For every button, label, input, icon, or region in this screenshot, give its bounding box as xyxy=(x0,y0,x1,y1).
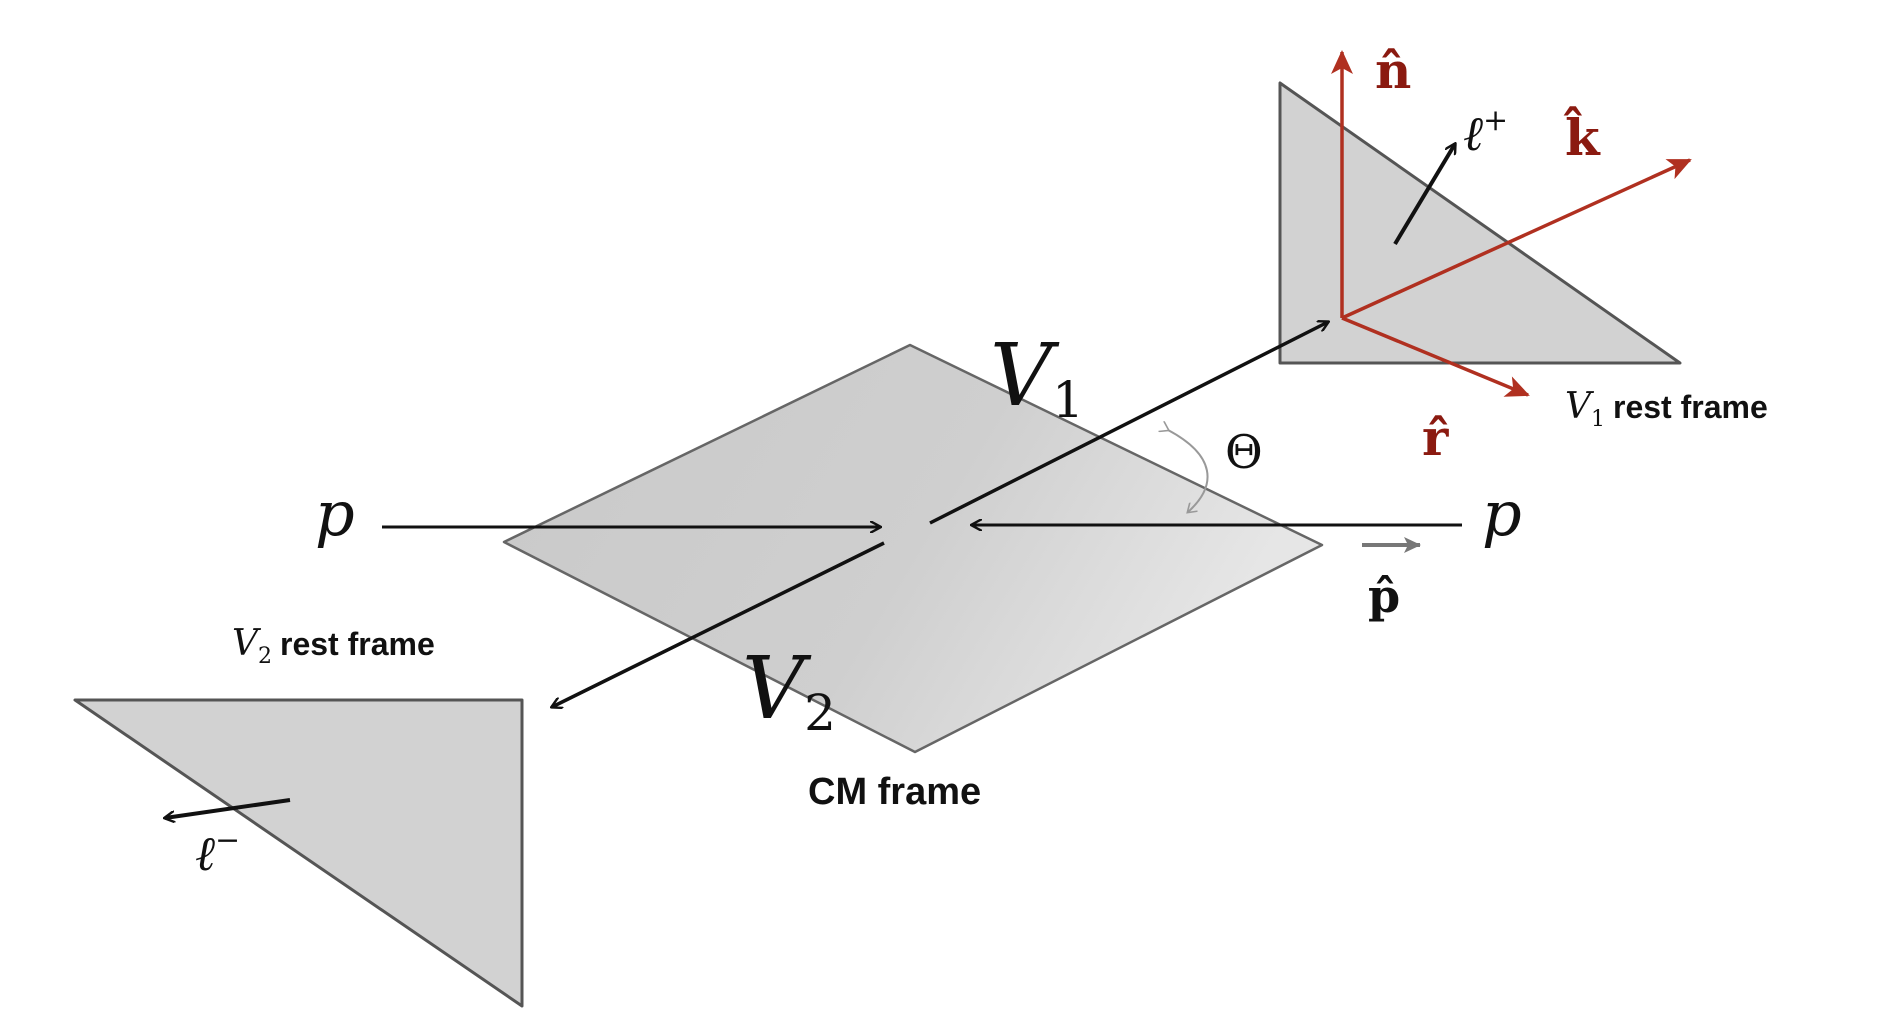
k-hat-label: k̂ xyxy=(1563,105,1601,167)
p-hat-label: p̂ xyxy=(1368,569,1400,623)
v1-momentum-arrow xyxy=(929,322,1328,525)
p-right-label: p xyxy=(1482,477,1522,550)
theta-angle-arrow xyxy=(1168,430,1209,512)
v2-rest-frame-plane xyxy=(73,698,524,1008)
k-hat-axis xyxy=(1341,158,1692,320)
p-left-label: p xyxy=(315,477,355,550)
l-minus-label: ℓ− xyxy=(195,823,240,882)
cm-frame-plane xyxy=(502,343,1324,754)
r-hat-axis xyxy=(1341,316,1530,397)
theta-label: Θ xyxy=(1225,425,1263,479)
v2-momentum-arrow xyxy=(552,541,885,707)
cm-frame-label: CM frame xyxy=(808,771,981,813)
l-plus-label: ℓ+ xyxy=(1463,103,1508,162)
l-plus-arrow xyxy=(1393,144,1455,246)
l-minus-arrow xyxy=(165,798,291,818)
v2-label: V2 xyxy=(742,639,836,742)
r-hat-label: r̂ xyxy=(1422,408,1449,467)
v1-rest-frame-plane xyxy=(1278,81,1682,365)
n-hat-label: n̂ xyxy=(1375,41,1411,100)
v1-label: V1 xyxy=(990,326,1084,429)
